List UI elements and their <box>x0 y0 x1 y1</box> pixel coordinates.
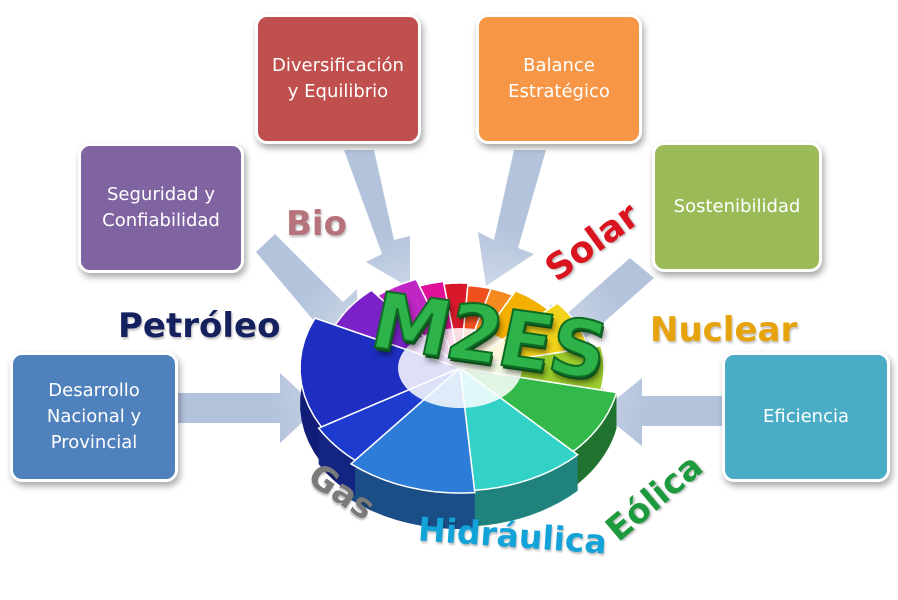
box-seguridad-confiabilidad: Seguridad y Confiabilidad <box>78 143 244 273</box>
box-diversificacion-text: Diversificación y Equilibrio <box>272 55 404 102</box>
box-desarrollo-nacional-provincial: Desarrollo Nacional y Provincial <box>10 352 178 482</box>
wheel-hub <box>398 328 522 408</box>
wheel-slice-side <box>474 454 578 527</box>
box-eficiencia-text: Eficiencia <box>762 406 850 427</box>
wheel-slice <box>299 317 463 428</box>
label-nuclear: Nuclear <box>650 310 798 350</box>
box-sostenibilidad: Sostenibilidad <box>652 142 822 272</box>
box-balance-text: Balance Estratégico <box>508 55 610 102</box>
label-petroleo: Petróleo <box>118 306 281 346</box>
wheel-slice-side <box>573 392 617 488</box>
box-eficiencia: Eficiencia <box>722 352 890 482</box>
box-seguridad-text: Seguridad y Confiabilidad <box>102 184 220 231</box>
wheel-slice-side <box>350 463 475 530</box>
label-bio: Bio <box>286 204 347 244</box>
wheel-slice <box>459 345 605 391</box>
box-sostenibilidad-text: Sostenibilidad <box>673 196 801 217</box>
box-diversificacion-equilibrio: Diversificación y Equilibrio <box>255 14 421 144</box>
wheel-slice <box>443 282 469 369</box>
wheel-slice-side <box>318 428 356 497</box>
box-balance-estrategico: Balance Estratégico <box>476 14 642 144</box>
box-desarrollo-text: Desarrollo Nacional y Provincial <box>46 380 142 453</box>
